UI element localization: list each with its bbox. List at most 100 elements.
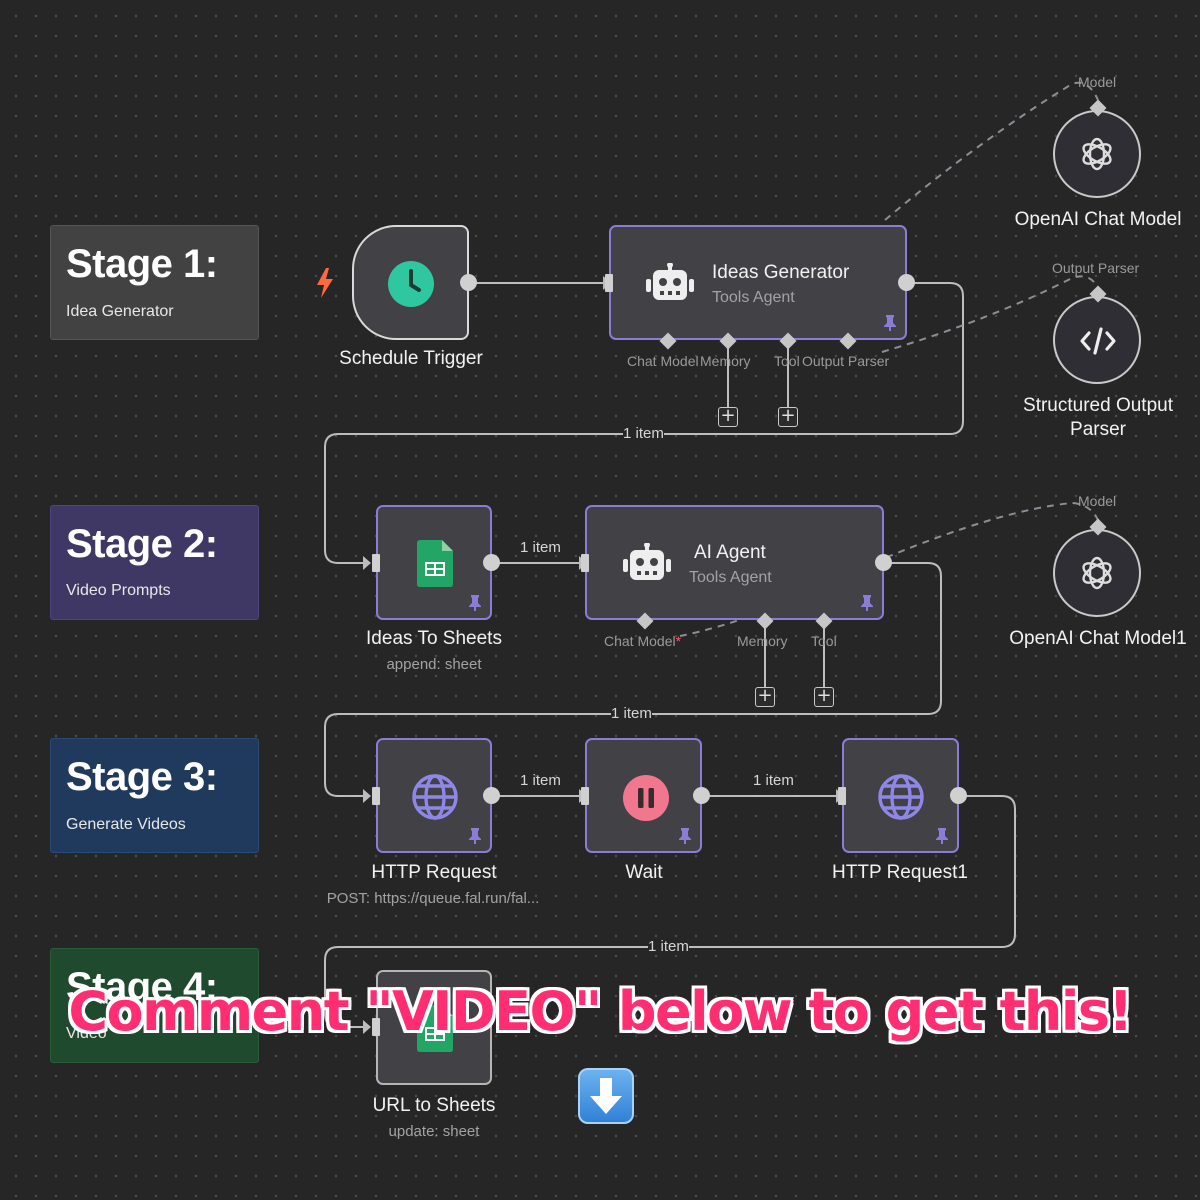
http-request1-input-handle[interactable] (838, 787, 846, 805)
openai-chat-model-label: OpenAI Chat Model (1014, 209, 1182, 230)
item-count-label: 1 item (623, 425, 664, 442)
stage-2-subtitle: Video Prompts (66, 582, 171, 599)
openai-model-port-label: Model (1078, 74, 1117, 90)
agent-port-memory-label: Memory (737, 633, 788, 649)
url-to-sheets-label: URL to Sheets (372, 1095, 496, 1116)
stage-4-note[interactable]: Stage 4: Video (50, 948, 259, 1063)
stage-4-subtitle: Video (66, 1025, 107, 1042)
ai-agent-subtitle: Tools Agent (689, 569, 772, 586)
globe-icon (878, 774, 924, 820)
stage-3-title: Stage 3: (66, 755, 218, 799)
ideas-port-memory-label: Memory (700, 353, 751, 369)
pin-icon (861, 595, 873, 611)
schedule-trigger-output-handle[interactable] (460, 274, 477, 291)
url-to-sheets-node[interactable] (376, 970, 492, 1085)
ideas-add-memory-button[interactable]: + (718, 407, 738, 427)
schedule-trigger-label: Schedule Trigger (339, 348, 483, 369)
item-count-label: 1 item (611, 705, 652, 722)
url-to-sheets-input-handle[interactable] (372, 1018, 380, 1036)
dashed-parser-to-ideas (881, 275, 1099, 353)
openai-chat-model-node[interactable] (1053, 110, 1141, 198)
ideas-generator-subtitle: Tools Agent (712, 289, 795, 306)
wait-output-handle[interactable] (693, 787, 710, 804)
wait-node[interactable] (585, 738, 702, 853)
stage-1-note[interactable]: Stage 1: Idea Generator (50, 225, 259, 340)
agent-add-tool-button[interactable]: + (814, 687, 834, 707)
stage-3-note[interactable]: Stage 3: Generate Videos (50, 738, 259, 853)
stage-2-title: Stage 2: (66, 522, 218, 566)
http-request1-node[interactable] (842, 738, 959, 853)
http-request-output-handle[interactable] (483, 787, 500, 804)
ideas-to-sheets-sublabel: append: sheet (386, 656, 482, 673)
google-sheets-icon (417, 1005, 453, 1052)
promo-overlay-text: Comment "VIDEO" below to get this! (68, 980, 1133, 1043)
pin-icon (679, 828, 691, 844)
ideas-generator-node[interactable]: Ideas Generator Tools Agent (609, 225, 907, 340)
ideas-port-output-parser-label: Output Parser (802, 353, 890, 369)
code-icon (1080, 327, 1116, 355)
ai-agent-output-handle[interactable] (875, 554, 892, 571)
agent-chat-model-text: Chat Model (604, 633, 676, 649)
http-request1-label: HTTP Request1 (832, 862, 968, 883)
globe-icon (412, 774, 458, 820)
item-count-label: 1 item (648, 938, 689, 955)
stage-2-note[interactable]: Stage 2: Video Prompts (50, 505, 259, 620)
wait-input-handle[interactable] (581, 787, 589, 805)
ai-agent-input-handle[interactable] (581, 554, 589, 572)
output-parser-port-label: Output Parser (1052, 260, 1140, 276)
pin-icon (936, 828, 948, 844)
dashed-model-to-ideas (884, 81, 1099, 221)
pause-icon (623, 775, 669, 821)
down-arrow-icon (590, 1078, 622, 1114)
openai-chat-model1-node[interactable] (1053, 529, 1141, 617)
robot-icon (623, 543, 671, 580)
ideas-generator-input-handle[interactable] (605, 274, 613, 292)
ideas-generator-title: Ideas Generator (712, 262, 850, 283)
http-request-input-handle[interactable] (372, 787, 380, 805)
stage-1-subtitle: Idea Generator (66, 303, 174, 320)
openai-model1-port-label: Model (1078, 493, 1117, 509)
item-count-label: 1 item (520, 539, 561, 556)
agent-port-chat-model-label: Chat Model* (604, 633, 681, 649)
ideas-add-tool-button[interactable]: + (778, 407, 798, 427)
dashed-model1-to-agent (679, 501, 1099, 637)
ideas-port-tool-label: Tool (774, 353, 800, 369)
ideas-port-chat-model-label: Chat Model (627, 353, 699, 369)
google-sheets-icon (417, 540, 453, 587)
url-to-sheets-sublabel: update: sheet (388, 1123, 480, 1140)
required-mark: * (675, 633, 682, 649)
stage-4-title: Stage 4: (66, 965, 218, 1009)
pin-icon (469, 828, 481, 844)
stage-3-subtitle: Generate Videos (66, 816, 186, 833)
trigger-bolt-icon (317, 268, 333, 298)
wait-label: Wait (625, 862, 663, 883)
http-request-node[interactable] (376, 738, 492, 853)
robot-icon (646, 263, 694, 300)
pin-icon (469, 595, 481, 611)
structured-output-parser-label-line1: Structured Output (1023, 395, 1173, 416)
ideas-to-sheets-output-handle[interactable] (483, 554, 500, 571)
ideas-to-sheets-label: Ideas To Sheets (366, 628, 502, 649)
structured-output-parser-node[interactable] (1053, 296, 1141, 384)
stage-1-title: Stage 1: (66, 242, 218, 286)
openai-icon (1082, 556, 1112, 590)
ideas-generator-output-handle[interactable] (898, 274, 915, 291)
pin-icon (884, 315, 896, 331)
openai-icon (1082, 137, 1112, 171)
openai-chat-model1-label: OpenAI Chat Model1 (1009, 628, 1187, 649)
ideas-to-sheets-input-handle[interactable] (372, 554, 380, 572)
schedule-trigger-node[interactable] (352, 225, 469, 340)
ai-agent-node[interactable]: AI Agent Tools Agent (585, 505, 884, 620)
http-request-label: HTTP Request (371, 862, 497, 883)
item-count-label: 1 item (520, 772, 561, 789)
http-request1-output-handle[interactable] (950, 787, 967, 804)
ai-agent-title: AI Agent (694, 542, 766, 563)
item-count-label: 1 item (753, 772, 794, 789)
http-request-sublabel: POST: https://queue.fal.run/fal... (326, 890, 540, 907)
clock-icon (388, 261, 434, 307)
down-arrow-emoji-icon (578, 1068, 634, 1124)
structured-output-parser-label-line2: Parser (1070, 419, 1126, 440)
agent-add-memory-button[interactable]: + (755, 687, 775, 707)
ideas-to-sheets-node[interactable] (376, 505, 492, 620)
agent-port-tool-label: Tool (811, 633, 837, 649)
